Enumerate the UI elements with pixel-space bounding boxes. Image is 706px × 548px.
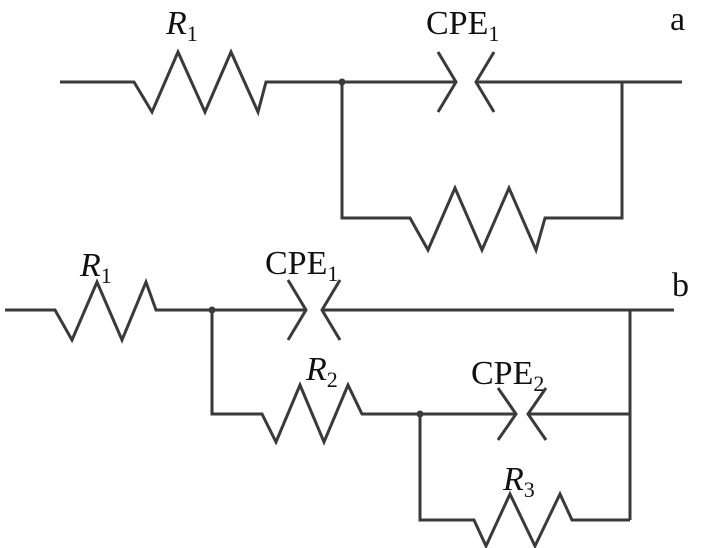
- circuit-b-r3-label: R3: [502, 461, 535, 502]
- circuit-b: R1 CPE1 R2 CPE2 R3 b: [5, 245, 689, 548]
- circuit-a-cpe1-left-plate: [436, 51, 458, 113]
- circuit-a-parallel-resistor: [340, 82, 624, 255]
- circuit-b-cpe1-label: CPE1: [265, 245, 338, 286]
- circuit-b-r1-resistor: [5, 277, 212, 344]
- circuit-b-cpe2-label: CPE2: [471, 355, 544, 396]
- circuit-b-junction-node-1: [208, 306, 216, 314]
- circuit-a: R1 CPE1 a: [60, 1, 685, 255]
- circuit-a-r1-label: R1: [165, 5, 198, 46]
- circuit-b-r1-label: R1: [79, 247, 112, 288]
- circuit-a-r1-resistor: [60, 48, 342, 117]
- circuit-b-r2-label: R2: [305, 351, 338, 392]
- circuit-a-cpe1-label: CPE1: [426, 5, 499, 46]
- circuit-a-junction-node: [338, 78, 346, 86]
- circuit-b-tag: b: [672, 267, 689, 304]
- circuit-b-junction-node-2: [416, 410, 424, 418]
- circuit-b-cpe1-left-plate: [286, 279, 308, 341]
- circuit-b-cpe2-left-plate: [496, 387, 518, 441]
- circuit-b-r3-resistor: [418, 414, 630, 548]
- circuit-a-tag: a: [670, 1, 685, 38]
- circuit-b-r2-resistor: [210, 310, 420, 446]
